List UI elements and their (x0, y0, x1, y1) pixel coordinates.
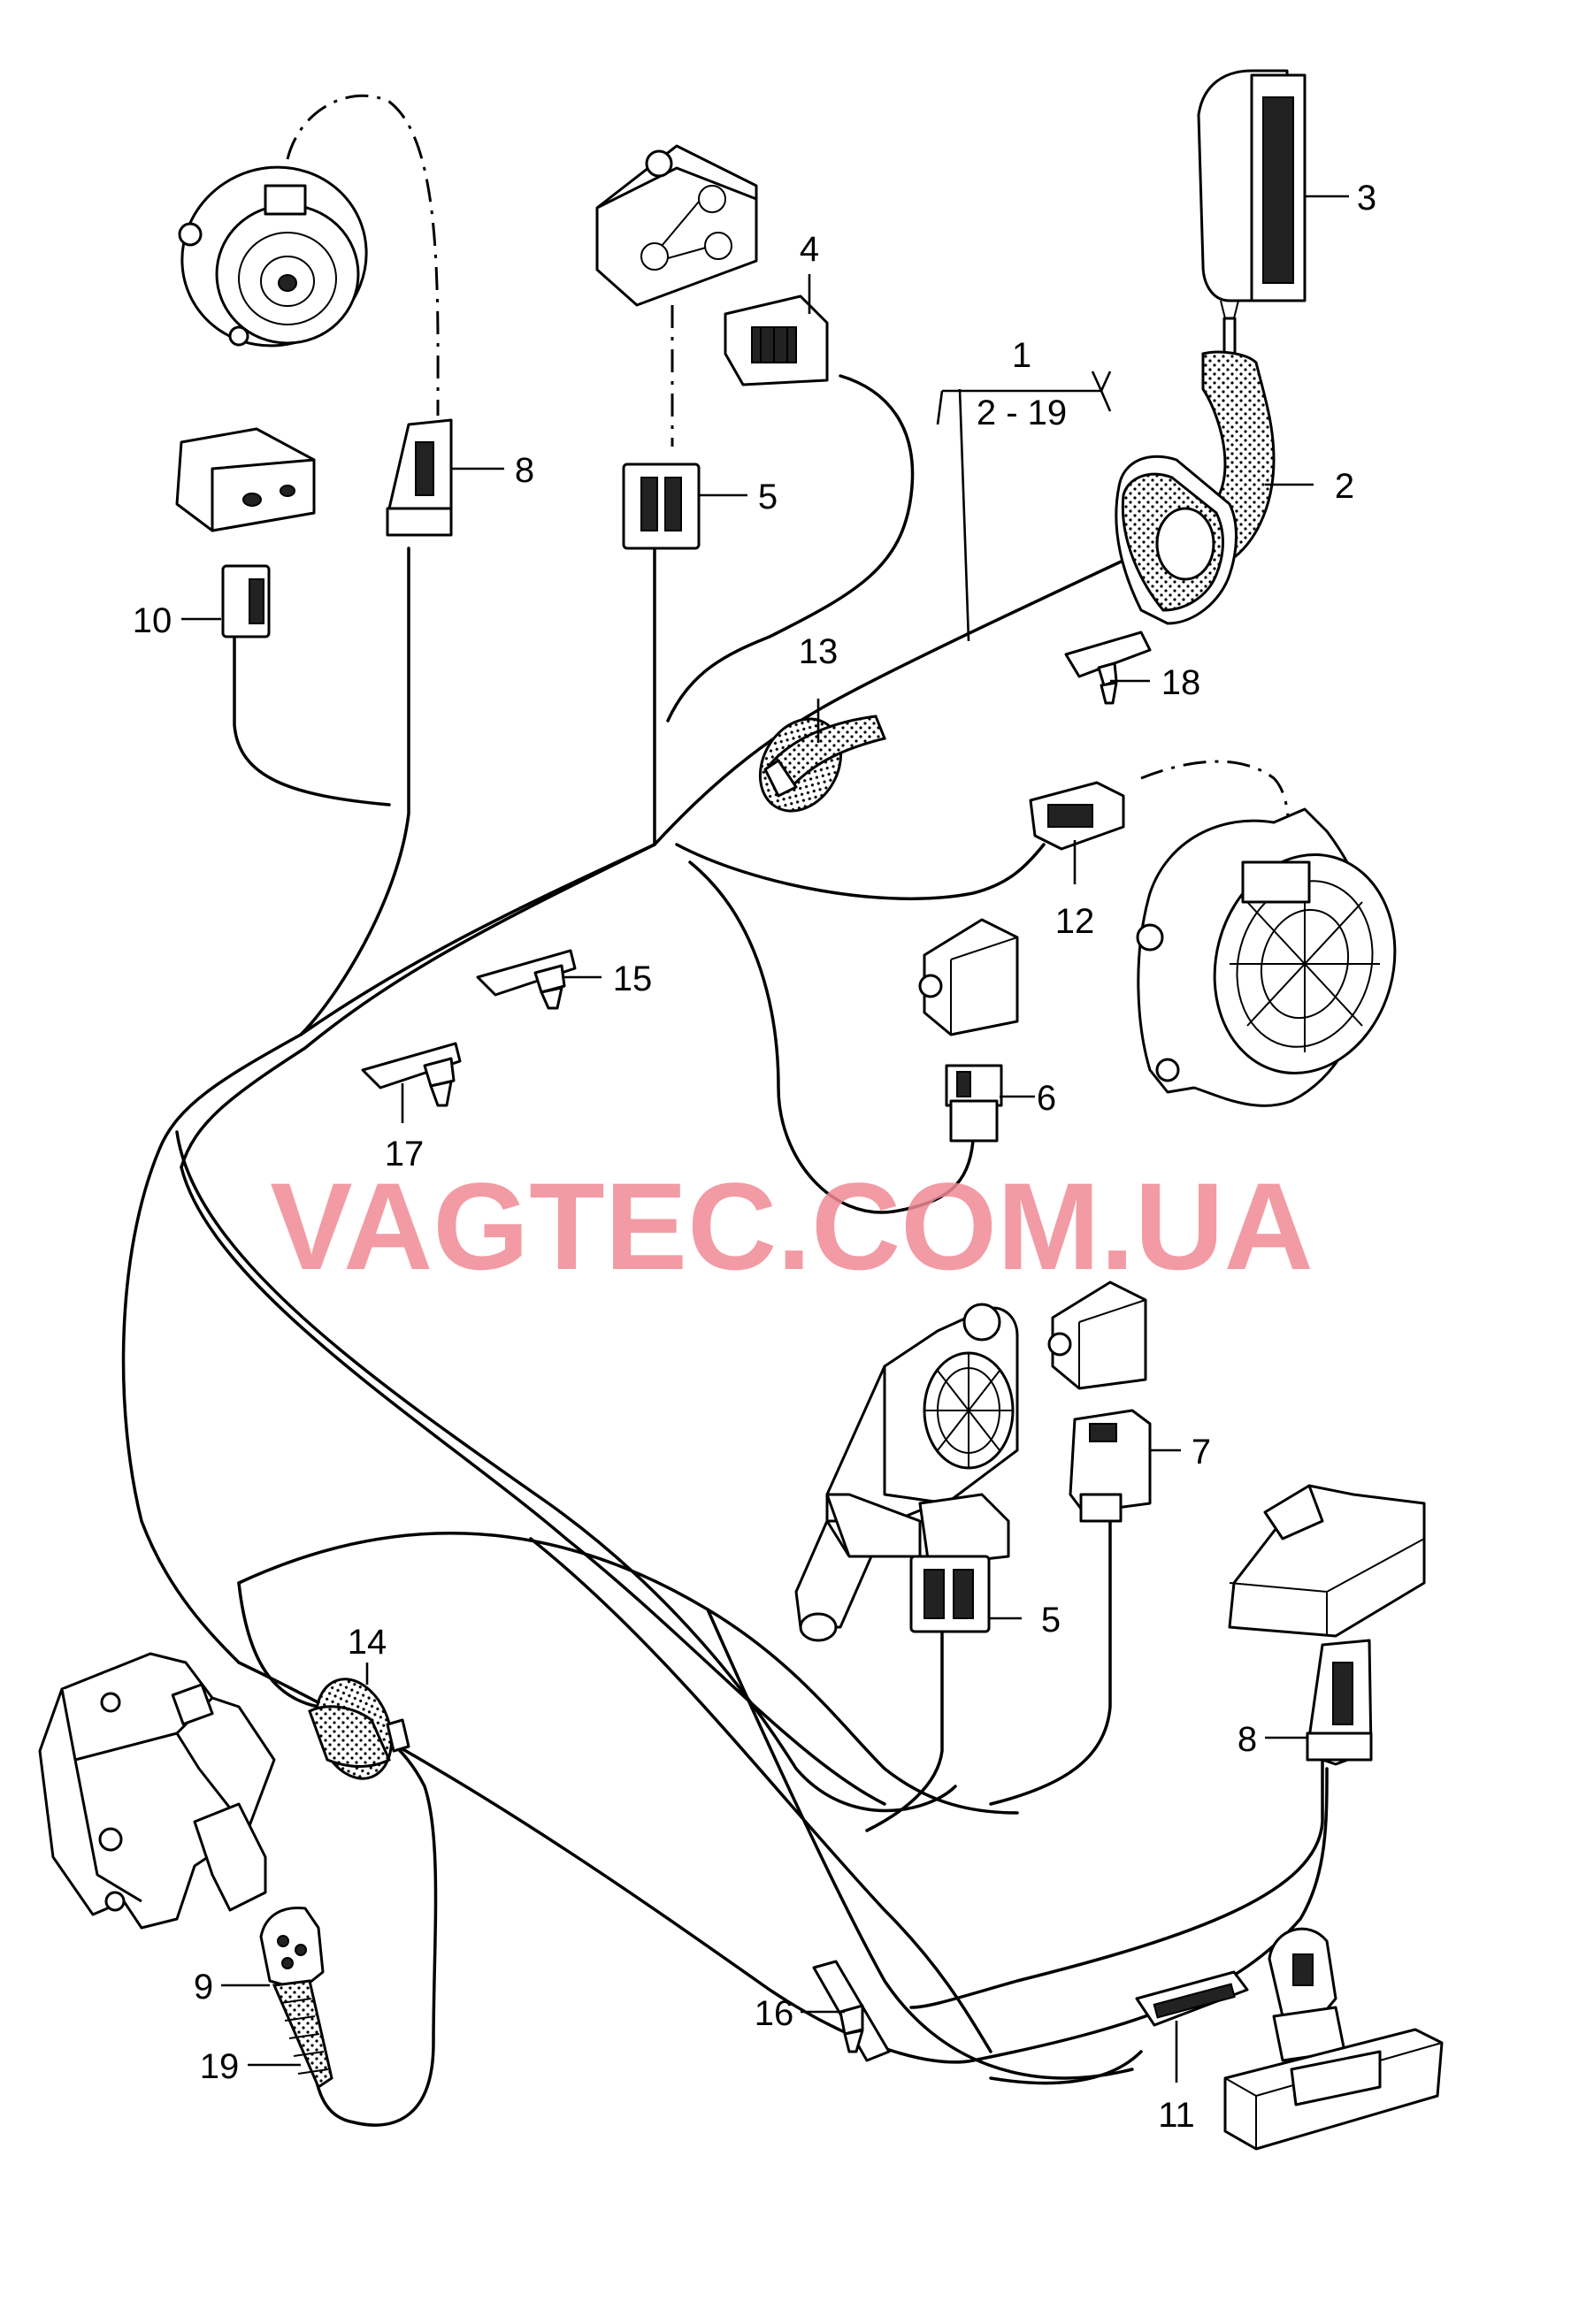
label-16: 16 (755, 1994, 794, 2033)
label-6: 6 (1037, 1079, 1056, 1118)
part-labels: 1 2 - 19 2 3 4 5 8 10 18 13 12 15 17 6 7… (133, 179, 1376, 2135)
label-1-range: 2 - 19 (977, 394, 1067, 432)
harness-wires (121, 374, 1329, 2127)
label-12: 12 (1055, 902, 1095, 941)
label-11: 11 (1158, 2096, 1195, 2135)
label-5-bottom: 5 (1041, 1601, 1061, 1640)
door-handle-switch (1223, 1927, 1444, 2151)
label-8-top: 8 (515, 451, 534, 490)
connector-4 (724, 294, 829, 386)
label-8-bottom: 8 (1238, 1720, 1257, 1759)
connector-8-top (386, 418, 453, 537)
label-13: 13 (799, 632, 839, 671)
speaker-right (1136, 807, 1397, 1107)
connector-5-top (622, 463, 701, 550)
switch-top-left (175, 427, 316, 532)
grommet-14 (308, 1678, 410, 1780)
door-control-unit (1228, 1484, 1426, 1638)
control-module-top (595, 144, 758, 307)
label-4: 4 (800, 230, 819, 269)
label-15: 15 (613, 959, 653, 998)
grommet-2 (1115, 350, 1276, 625)
connector-3 (1197, 69, 1307, 355)
label-1: 1 (1012, 336, 1031, 375)
connector-7 (1069, 1409, 1152, 1523)
label-3: 3 (1357, 179, 1376, 218)
connector-10 (221, 564, 271, 638)
window-motor (794, 1303, 1019, 1642)
clip-16 (812, 1960, 891, 2062)
label-19: 19 (200, 2047, 240, 2086)
connector-5-bottom (909, 1555, 991, 1633)
relay-box-lower (1047, 1280, 1147, 1390)
label-7: 7 (1192, 1433, 1211, 1472)
speaker-top-left (178, 165, 368, 348)
label-17: 17 (385, 1135, 425, 1173)
leader-lines (181, 195, 1349, 2083)
grommet-13 (758, 715, 887, 813)
relay-box-upper (918, 918, 1019, 1036)
connector-11 (1135, 1970, 1249, 2027)
connector-8-bottom (1306, 1639, 1373, 1766)
label-18: 18 (1161, 663, 1201, 702)
label-5-top: 5 (758, 478, 778, 516)
watermark-text: VAGTEC.COM.UA (270, 1157, 1314, 1296)
connector-6 (945, 1064, 1003, 1143)
clip-18 (1064, 631, 1152, 705)
label-2: 2 (1335, 467, 1354, 506)
clip-17 (361, 1042, 462, 1107)
connector-9 (259, 1906, 333, 2090)
connector-12 (1029, 781, 1125, 851)
label-9: 9 (194, 1968, 213, 2007)
label-14: 14 (348, 1623, 387, 1662)
clip-15 (476, 949, 577, 1010)
label-10: 10 (133, 601, 172, 640)
door-lock (38, 1652, 276, 1930)
